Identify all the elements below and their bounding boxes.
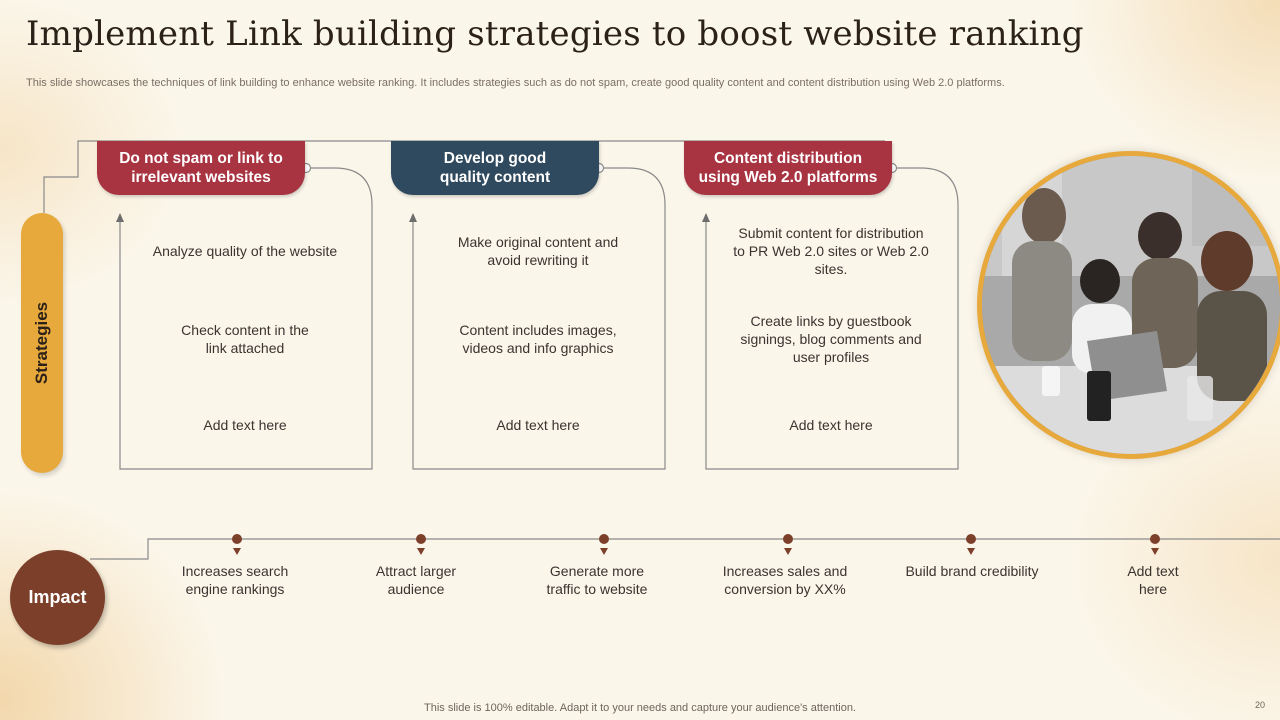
impact-item-2: Attract larger audience — [375, 563, 457, 597]
timeline-markers — [232, 534, 1160, 555]
strategy-1-item-3: Add text here — [203, 417, 287, 433]
page-number: 20 — [1254, 700, 1265, 710]
impact-item-5: Build brand credibility — [905, 563, 1039, 579]
slide-footer: This slide is 100% editable. Adapt it to… — [424, 702, 856, 714]
strategy-3-item-3: Add text here — [789, 417, 873, 433]
impact-label: Impact — [28, 587, 87, 607]
impact-label-circle: Impact — [10, 550, 105, 645]
impact-item-6: Add text here — [1127, 563, 1179, 597]
strategy-3-item-2: Create links by guestbook signings, blog… — [740, 313, 922, 365]
strategy-heading-3: Content distribution using Web 2.0 platf… — [684, 141, 892, 195]
slide-title: Implement Link building strategies to bo… — [26, 14, 1084, 54]
strategies-label: Strategies — [32, 301, 51, 385]
impact-item-1: Increases search engine rankings — [181, 563, 289, 597]
team-meeting-photo — [977, 151, 1280, 459]
strategy-heading-1: Do not spam or link to irrelevant websit… — [97, 141, 305, 195]
strategy-1-item-2: Check content in the link attached — [181, 322, 309, 356]
impact-item-3: Generate more traffic to website — [546, 563, 648, 597]
strategy-2-item-2: Content includes images, videos and info… — [459, 322, 617, 356]
strategy-heading-2: Develop good quality content — [391, 141, 599, 195]
strategy-1-item-1: Analyze quality of the website — [152, 243, 338, 259]
strategies-label-pill: Strategies — [21, 213, 63, 473]
strategy-heading-1-text: Do not spam or link to irrelevant websit… — [119, 150, 283, 186]
strategy-heading-3-text: Content distribution using Web 2.0 platf… — [698, 150, 878, 186]
strategy-3-item-1: Submit content for distribution to PR We… — [733, 225, 929, 277]
strategy-heading-2-text: Develop good quality content — [439, 150, 551, 186]
impact-item-4: Increases sales and conversion by XX% — [722, 563, 848, 597]
strategy-2-item-3: Add text here — [496, 417, 580, 433]
strategy-2-item-1: Make original content and avoid rewritin… — [457, 234, 619, 268]
slide-subtitle: This slide showcases the techniques of l… — [26, 77, 1005, 89]
